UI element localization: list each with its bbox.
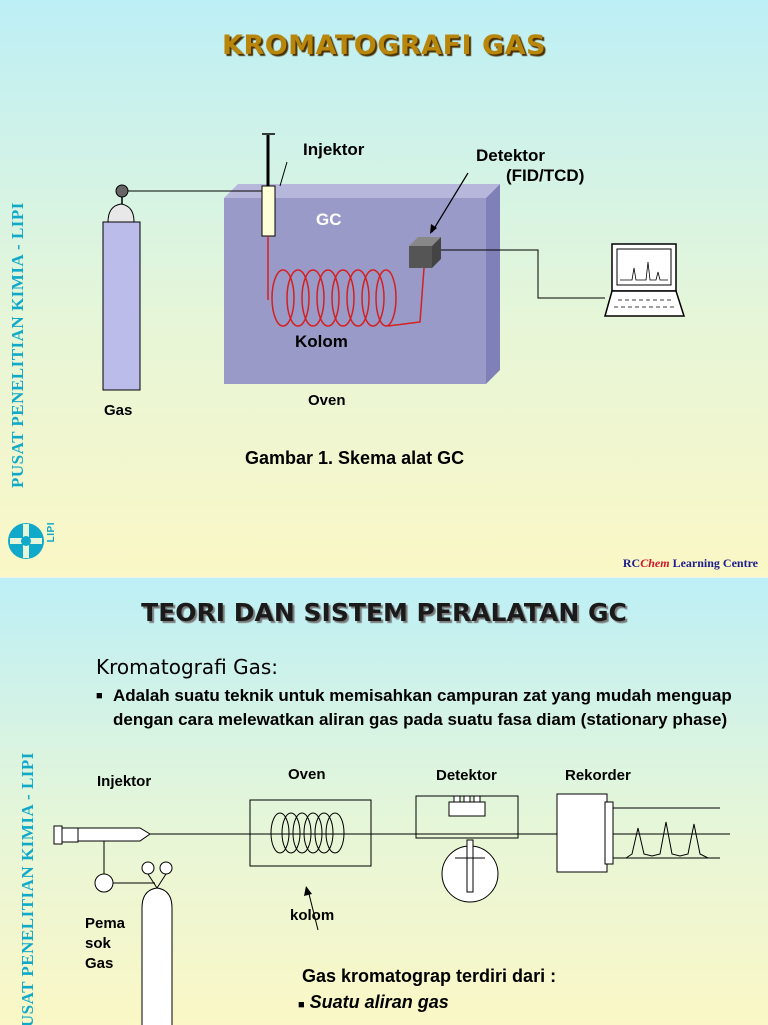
gas-cylinder [141, 887, 173, 1025]
bullet-text: Adalah suatu teknik untuk memisahkan cam… [113, 686, 732, 729]
label-detektor-type: (FID/TCD) [506, 166, 585, 185]
sub-item-bullet-icon: ■ [298, 999, 305, 1011]
pressure-gauge-icon [94, 873, 114, 893]
oven-top-face [224, 184, 500, 198]
injector-pointer [279, 161, 288, 187]
computer-keyboard-icon [604, 290, 686, 317]
footer-rc: RC [622, 556, 641, 570]
section-heading: Kromatografi Gas: [96, 655, 278, 679]
detector-top [409, 237, 441, 246]
gc-schematic-diagram [102, 133, 686, 391]
label-kolom: kolom [290, 907, 335, 924]
sub-item-text: Suatu aliran gas [309, 992, 449, 1012]
gas-cylinder [102, 221, 141, 391]
label-pemasok-line1: Pema [85, 915, 126, 932]
computer-screen [616, 248, 672, 286]
footer-learning-centre: Learning Centre [672, 556, 758, 570]
label-detektor: Detektor [436, 767, 497, 784]
column-outlet [387, 267, 425, 327]
footer-brand: RCChem Learning Centre [623, 556, 758, 571]
label-pemasok-line2: sok [85, 935, 111, 952]
recorder-chromatogram-icon [613, 821, 720, 859]
column-coil [270, 812, 345, 854]
sub-heading: Gas kromatograp terdiri dari : [302, 966, 557, 986]
label-detektor: Detektor [476, 146, 545, 165]
injector-body [261, 185, 276, 237]
footer-chem: Chem [640, 556, 670, 570]
injector-body [77, 827, 151, 842]
label-oven: Oven [288, 766, 326, 783]
label-injektor: Injektor [303, 140, 365, 159]
gas-valve-icon [115, 184, 129, 198]
slide-divider [0, 577, 768, 578]
detector-box [409, 246, 432, 268]
label-pemasok-line3: Gas [85, 955, 114, 972]
slide-kromatografi-gas: KROMATOGRAFI GAS PUSAT PENELITIAN KIMIA … [0, 0, 768, 577]
label-oven: Oven [308, 392, 346, 409]
label-kolom: Kolom [295, 332, 348, 351]
label-rekorder: Rekorder [565, 767, 631, 784]
gas-cylinder-neck [107, 203, 135, 223]
injector-cap [53, 825, 63, 845]
gc-system-diagram [53, 793, 730, 1025]
regulator-gauge-left-icon [141, 861, 155, 875]
oven-box [249, 799, 372, 867]
label-injektor: Injektor [97, 773, 152, 790]
injector-head [61, 827, 79, 843]
slide-title: KROMATOGRAFI GAS [222, 30, 546, 61]
label-gas: Gas [104, 402, 133, 419]
chromatogram-icon [620, 261, 668, 281]
lipi-logo: LIPI [6, 520, 66, 566]
column-coil [271, 269, 397, 327]
label-gc: GC [316, 210, 342, 229]
slide-teori-sistem: TEORI DAN SISTEM PERALATAN GC PUSAT PENE… [0, 578, 768, 1025]
slide-title: TEORI DAN SISTEM PERALATAN GC [141, 598, 627, 627]
regulator-gauge-right-icon [159, 861, 173, 875]
signal-line [441, 249, 605, 299]
detector-block [448, 801, 486, 817]
bullet-definition: ■ Adalah suatu teknik untuk memisahkan c… [96, 684, 746, 732]
recorder-box [556, 793, 608, 873]
detector-pointer [431, 172, 469, 233]
kolom-pointer [307, 889, 319, 931]
bullet-icon: ■ [96, 690, 103, 702]
sub-item: ■ Suatu aliran gas [298, 992, 449, 1013]
oven-side-face [486, 184, 500, 384]
figure-caption: Gambar 1. Skema alat GC [245, 448, 465, 468]
lipi-logo-graphic [8, 523, 44, 559]
detector-side [432, 237, 441, 268]
